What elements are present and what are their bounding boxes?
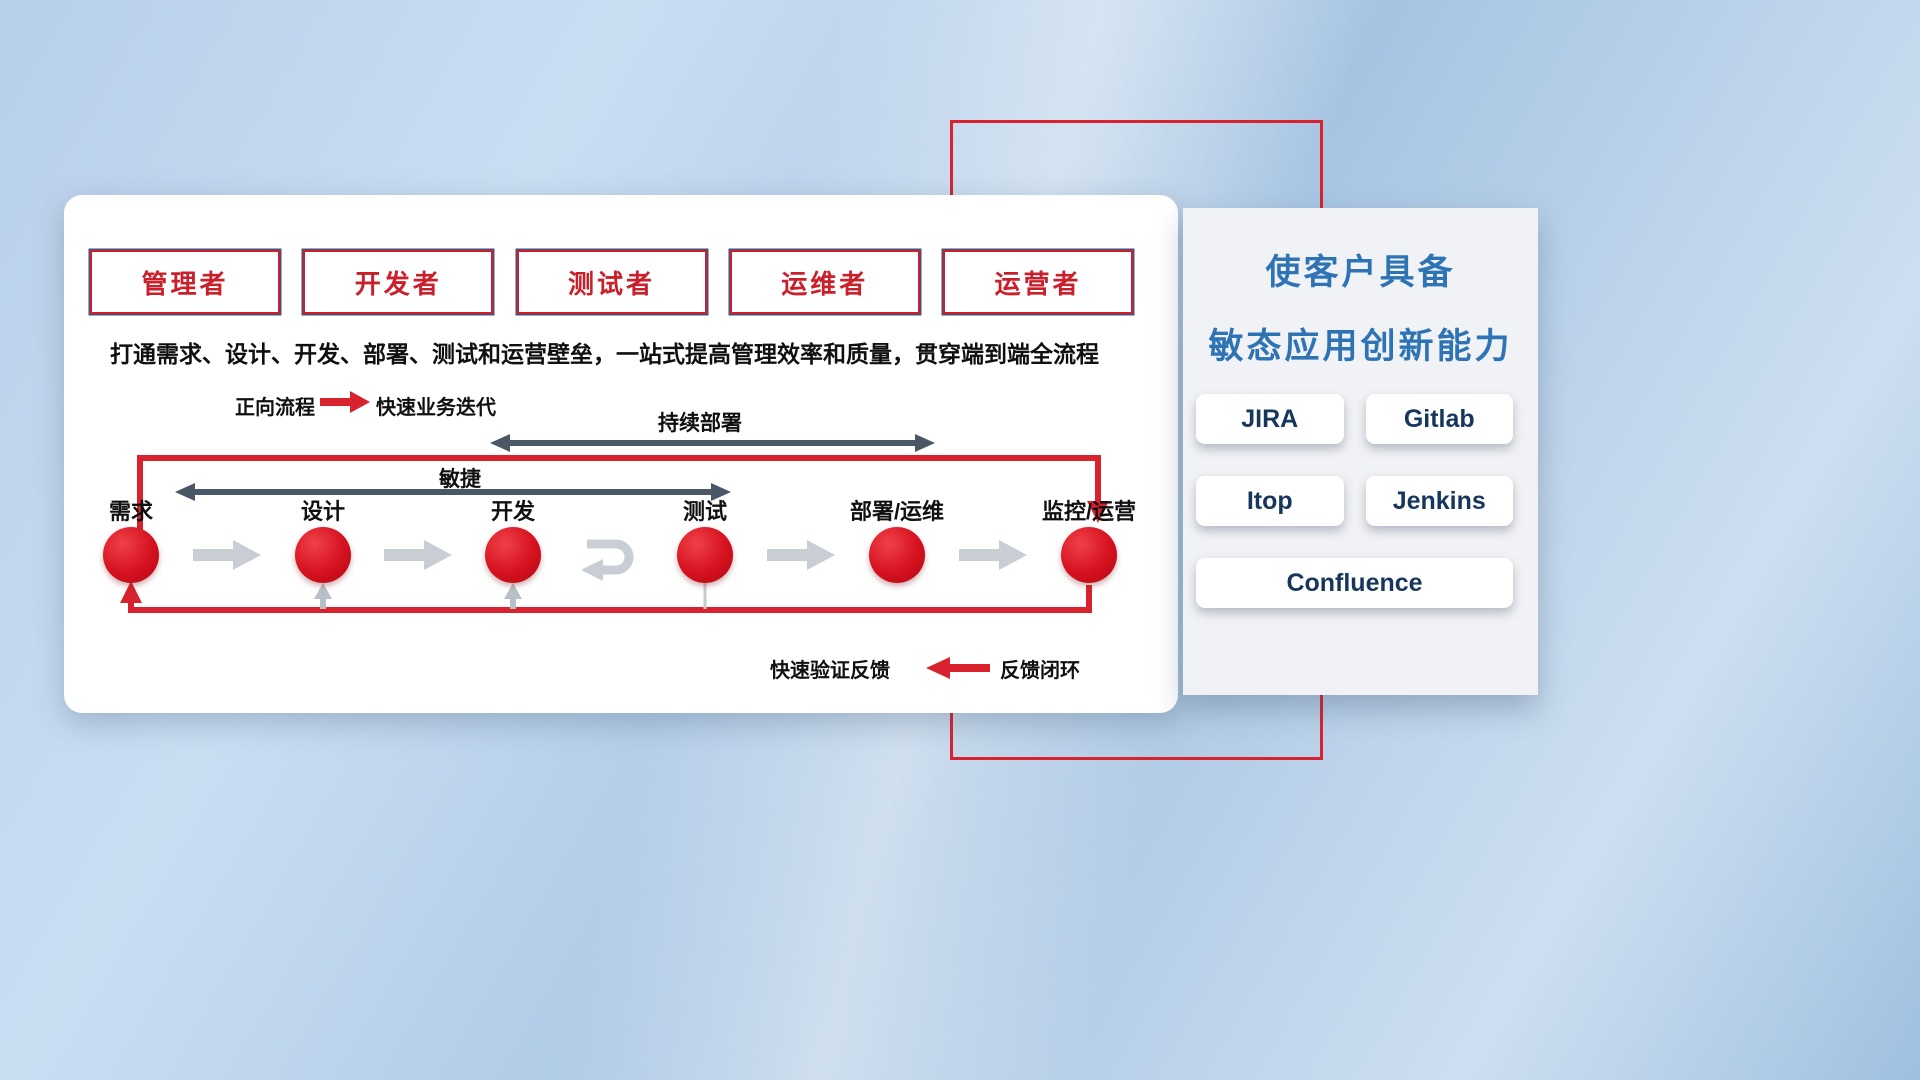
stage-label-design: 设计 xyxy=(300,499,346,524)
stage-label-monitor-ops: 监控/运营 xyxy=(1041,499,1137,524)
role-box-operations: 运维者 xyxy=(729,250,920,314)
feedback-loop-line-icon xyxy=(120,581,1092,613)
subtitle: 打通需求、设计、开发、部署、测试和运营壁垒，一站式提高管理效率和质量，贯穿端到端… xyxy=(110,341,1099,367)
stage-node-requirements xyxy=(103,527,159,583)
panel-title-line1: 使客户具备 xyxy=(1265,253,1456,292)
stage-label-requirements: 需求 xyxy=(108,499,154,524)
stage-node-design xyxy=(295,527,351,583)
continuous-deploy-label: 持续部署 xyxy=(658,412,742,435)
roles-row: 管理者 开发者 测试者 运维者 运营者 xyxy=(90,250,1133,314)
stage-arrow-icon xyxy=(193,540,1027,570)
role-label: 测试者 xyxy=(567,268,655,299)
role-label: 运营者 xyxy=(994,268,1082,299)
stage-node-monitor-ops xyxy=(1061,527,1117,583)
role-box-developer: 开发者 xyxy=(303,250,494,314)
agile-arrow-icon xyxy=(175,483,731,501)
forward-flow-legend-desc: 快速业务迭代 xyxy=(376,397,496,419)
role-label: 管理者 xyxy=(141,268,229,299)
stage-node-develop xyxy=(485,527,541,583)
role-box-business-operator: 运营者 xyxy=(943,250,1133,314)
forward-flow-line-icon xyxy=(137,455,1109,539)
feedback-legend-desc: 快速验证反馈 xyxy=(770,660,890,682)
role-box-manager: 管理者 xyxy=(90,250,280,314)
stage-label-test: 测试 xyxy=(682,499,728,524)
continuous-deploy-arrow-icon xyxy=(490,434,935,452)
feedback-up-arrow-icon xyxy=(314,583,707,609)
agile-label: 敏捷 xyxy=(439,468,481,491)
tools-grid: JIRA Gitlab Itop Jenkins Confluence xyxy=(1196,394,1513,608)
iterate-loop-arrow-icon xyxy=(581,539,634,581)
tool-chip-jenkins: Jenkins xyxy=(1365,476,1513,526)
forward-legend-arrow-icon xyxy=(320,391,370,413)
forward-flow-legend-label: 正向流程 xyxy=(235,397,315,419)
stage-label-deploy-ops: 部署/运维 xyxy=(849,499,945,524)
devops-flow-card: 管理者 开发者 测试者 运维者 运营者 打通需求、设计、开发、部署、测试和运营壁… xyxy=(64,195,1178,713)
feedback-legend-label: 反馈闭环 xyxy=(1000,660,1080,682)
flow-connectors xyxy=(120,391,1109,679)
stage-node-test xyxy=(677,527,733,583)
tool-chip-gitlab: Gitlab xyxy=(1365,394,1513,444)
role-label: 开发者 xyxy=(354,268,442,299)
tool-chip-itop: Itop xyxy=(1196,476,1344,526)
stage-node-deploy-ops xyxy=(869,527,925,583)
capability-panel: 使客户具备 敏态应用创新能力 JIRA Gitlab Itop Jenkins … xyxy=(1183,208,1538,695)
stage-label-develop: 开发 xyxy=(490,499,536,524)
tool-chip-confluence: Confluence xyxy=(1196,558,1513,608)
role-box-tester: 测试者 xyxy=(516,250,707,314)
role-label: 运维者 xyxy=(781,268,869,299)
feedback-legend-arrow-icon xyxy=(926,657,990,679)
panel-title-line2: 敏态应用创新能力 xyxy=(1208,327,1513,366)
tool-chip-jira: JIRA xyxy=(1196,394,1344,444)
